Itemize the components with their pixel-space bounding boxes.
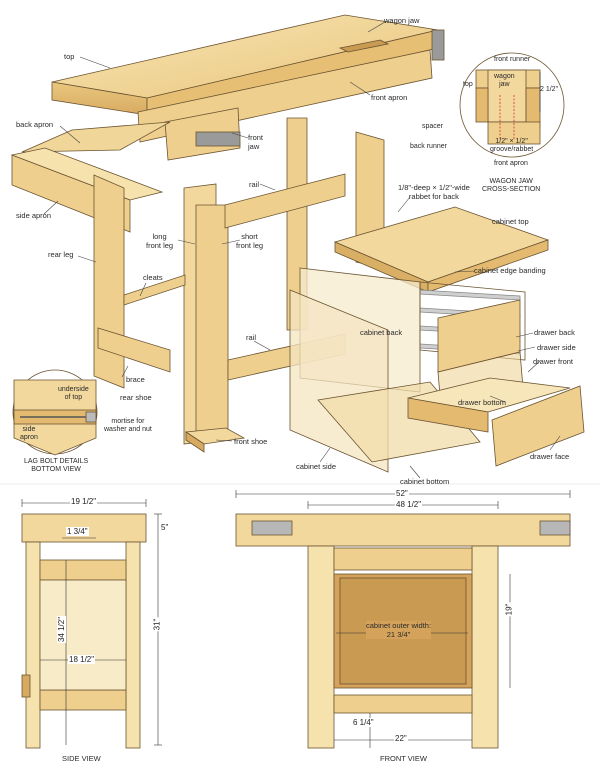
label-front-jaw: front jaw bbox=[248, 133, 264, 151]
label-drawer-bottom: drawer bottom bbox=[458, 398, 506, 407]
front-top-thickness-dim: 5" bbox=[160, 523, 170, 532]
lag-bolt-section bbox=[12, 369, 98, 456]
lag-title: LAG BOLT DETAILS BOTTOM VIEW bbox=[24, 458, 89, 473]
side-leg-height-dim: 34 1/2" bbox=[57, 615, 67, 644]
rear-leg bbox=[93, 174, 125, 389]
front-apron-dim: 48 1/2" bbox=[395, 500, 423, 509]
lag-mortise: mortise for washer and nut bbox=[104, 418, 152, 433]
label-drawer-side: drawer side bbox=[537, 343, 576, 352]
section-front-runner: front runner bbox=[494, 56, 531, 63]
front-view-drawing bbox=[235, 513, 571, 749]
back-apron bbox=[21, 121, 171, 153]
label-rail-lower: rail bbox=[246, 333, 257, 342]
label-cabinet-bottom: cabinet bottom bbox=[400, 477, 450, 486]
label-drawer-face: drawer face bbox=[530, 452, 570, 461]
side-view-drawing bbox=[21, 513, 147, 749]
label-rear-shoe: rear shoe bbox=[120, 393, 152, 402]
label-brace: brace bbox=[126, 375, 145, 384]
label-short-front-leg: short front leg bbox=[236, 232, 264, 250]
wagon-jaw-section bbox=[459, 52, 565, 158]
side-top-thickness-dim: 1 3/4" bbox=[66, 527, 89, 536]
label-drawer-back: drawer back bbox=[534, 328, 575, 337]
section-groove: 1/2" × 1/2" groove/rabbet bbox=[490, 138, 534, 153]
label-back-apron: back apron bbox=[16, 120, 54, 129]
side-view-title: SIDE VIEW bbox=[62, 754, 101, 763]
drawer-box-front bbox=[407, 397, 489, 433]
label-long-front-leg: long front leg bbox=[146, 232, 174, 250]
bench-top bbox=[51, 14, 439, 116]
section-top: top bbox=[463, 81, 473, 88]
vise-hardware bbox=[195, 131, 241, 147]
section-front-apron: front apron bbox=[494, 160, 528, 167]
side-rail-width-dim: 18 1/2" bbox=[68, 655, 96, 664]
section-spacer: spacer bbox=[422, 123, 444, 130]
lag-side-apron: side apron bbox=[20, 426, 38, 441]
label-cabinet-back: cabinet back bbox=[360, 328, 403, 337]
label-cabinet-top: cabinet top bbox=[492, 217, 529, 226]
section-dim: 2 1/2" bbox=[540, 86, 559, 93]
side-width-dim: 19 1/2" bbox=[70, 497, 98, 506]
label-rail-upper: rail bbox=[249, 180, 260, 189]
section-title: WAGON JAW CROSS-SECTION bbox=[482, 178, 541, 193]
label-front-apron: front apron bbox=[371, 93, 408, 102]
upper-rail bbox=[224, 173, 346, 229]
label-side-apron: side apron bbox=[16, 211, 52, 220]
brace bbox=[97, 327, 171, 373]
front-leg-spacing-dim: 22" bbox=[394, 734, 408, 743]
cleats bbox=[123, 274, 186, 306]
label-rabbet-for-back: 1/8"-deep × 1/2"-wide rabbet for back bbox=[398, 183, 470, 201]
short-front-leg bbox=[195, 204, 229, 433]
label-cabinet-edge-banding: cabinet edge banding bbox=[474, 266, 546, 275]
label-front-shoe: front shoe bbox=[234, 437, 268, 446]
front-view-title: FRONT VIEW bbox=[380, 754, 427, 763]
front-shelf-height-dim: 6 1/4" bbox=[352, 718, 375, 727]
wagon-jaw-screw bbox=[431, 29, 445, 61]
drawer-face-panel bbox=[491, 385, 585, 467]
label-rear-leg: rear leg bbox=[48, 250, 74, 259]
label-cabinet-side: cabinet side bbox=[296, 462, 337, 471]
lag-underside-of-top: underside of top bbox=[58, 386, 89, 401]
section-wagon-jaw: wagon jaw bbox=[494, 73, 515, 88]
label-top: top bbox=[64, 52, 75, 61]
section-back-runner: back runner bbox=[410, 143, 447, 150]
label-drawer-front: drawer front bbox=[533, 357, 574, 366]
front-cabinet-height-dim: 19" bbox=[504, 602, 514, 617]
front-cabinet-width-label: cabinet outer width: 21 3/4" bbox=[366, 621, 432, 639]
label-wagon-jaw: wagon jaw bbox=[384, 16, 420, 25]
front-overall-dim: 52" bbox=[395, 489, 409, 498]
side-total-height-dim: 31" bbox=[152, 617, 162, 632]
label-cleats: cleats bbox=[143, 273, 163, 282]
